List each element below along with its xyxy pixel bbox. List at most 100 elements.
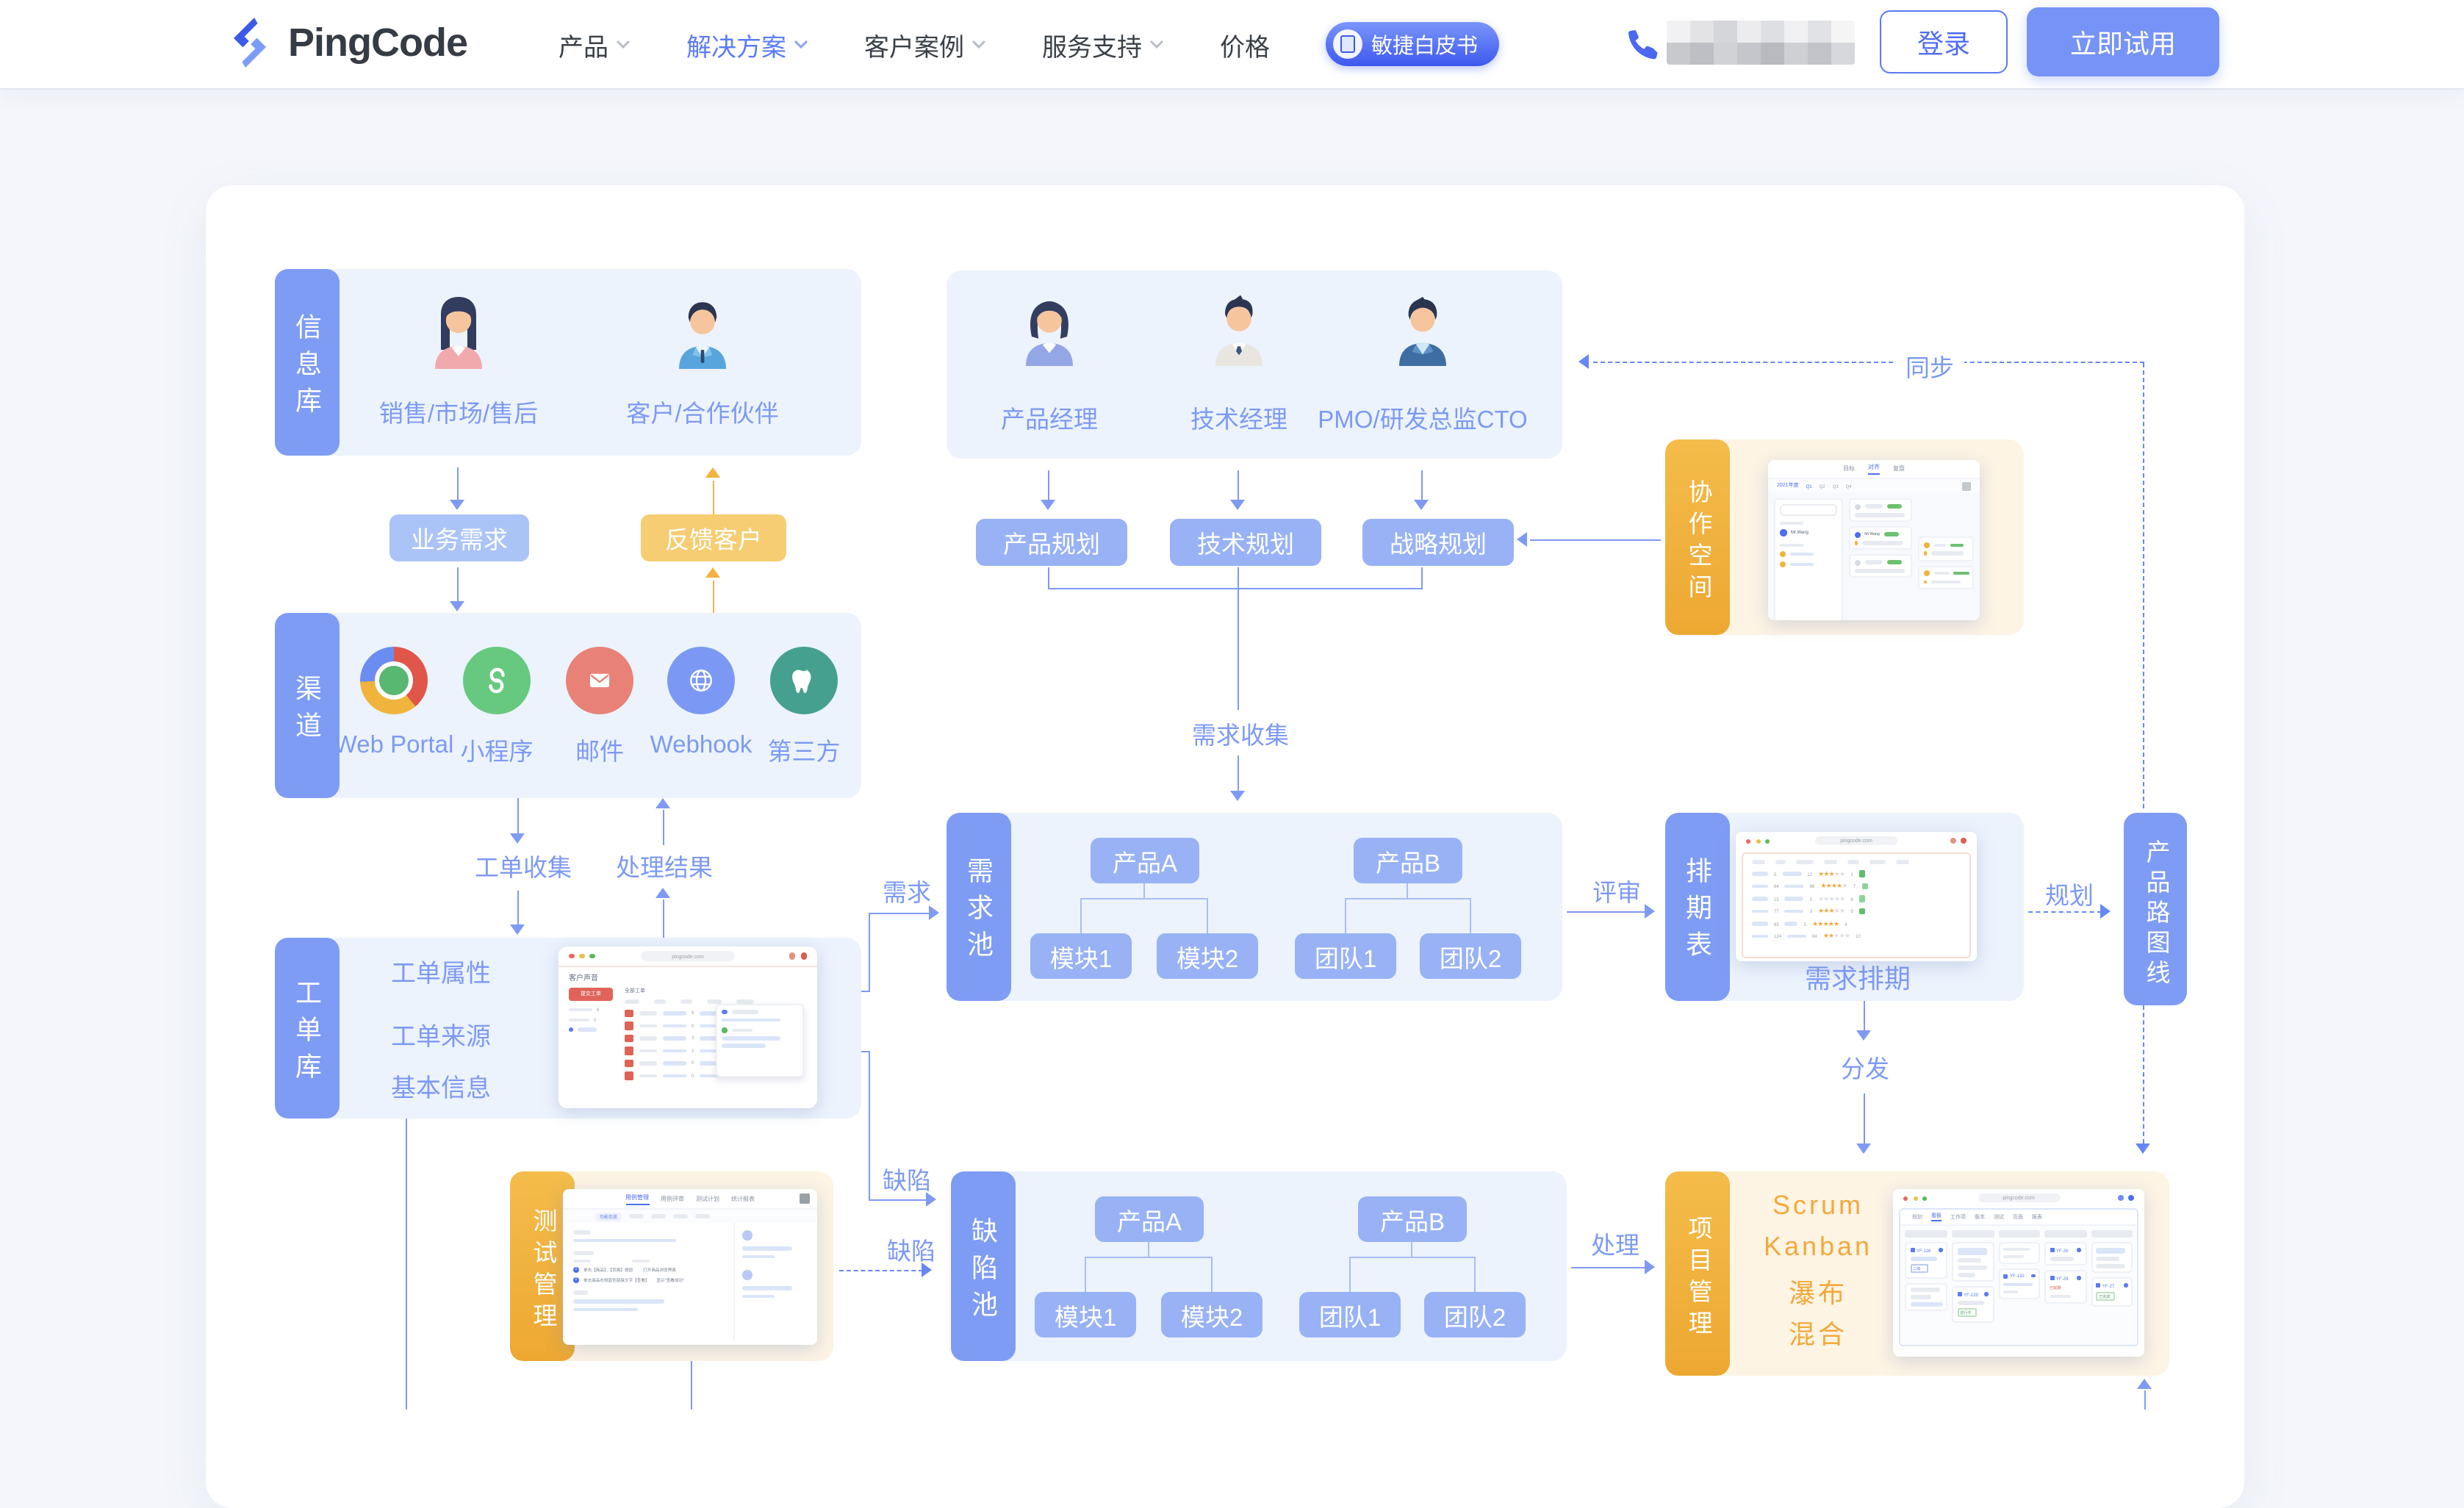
chevron-down-icon bbox=[616, 40, 631, 49]
team-1-node: 团队1 bbox=[1295, 933, 1396, 979]
flow-line bbox=[1567, 911, 1646, 913]
demand-flow-label: 需求 bbox=[883, 880, 931, 907]
arrow-left-icon bbox=[1578, 354, 1589, 369]
business-need-pill: 业务需求 bbox=[389, 514, 529, 561]
ticket-hub-item: 基本信息 bbox=[391, 1074, 491, 1102]
demand-pool-tab: 需求池 bbox=[947, 813, 1011, 1001]
flow-line bbox=[2144, 1390, 2146, 1410]
saleswoman-avatar bbox=[435, 297, 482, 369]
method-scrum: Scrum bbox=[1772, 1191, 1864, 1220]
schedule-tab: 排期表 bbox=[1665, 813, 1730, 1001]
nav-item-solutions[interactable]: 解决方案 bbox=[686, 26, 808, 62]
flow-line bbox=[713, 481, 714, 514]
sync-dashed-line bbox=[1593, 362, 2144, 363]
flow-line bbox=[1571, 1267, 1646, 1268]
login-button[interactable]: 登录 bbox=[1880, 10, 2008, 73]
globe-icon bbox=[667, 647, 735, 714]
arrow-down-icon bbox=[450, 500, 464, 510]
flow-line bbox=[1048, 470, 1049, 501]
arrow-right-icon bbox=[922, 1263, 932, 1277]
channel-label: 邮件 bbox=[575, 739, 624, 766]
flow-line bbox=[713, 581, 714, 613]
flow-line bbox=[861, 991, 870, 992]
channels-tab: 渠道 bbox=[275, 613, 340, 798]
defect-flow-label: 缺陷 bbox=[883, 1168, 931, 1195]
product-a-node: 产品A bbox=[1095, 1196, 1204, 1242]
nav-item-pricing[interactable]: 价格 bbox=[1220, 33, 1270, 61]
ticket-hub-item: 工单属性 bbox=[391, 960, 491, 988]
feedback-customer-pill: 反馈客户 bbox=[641, 514, 786, 561]
channel-label: Webhook bbox=[650, 732, 753, 758]
module-1-node: 模块1 bbox=[1035, 1292, 1136, 1338]
ticket-hub-tab: 工单库 bbox=[275, 938, 340, 1119]
contact-phone bbox=[1623, 21, 1855, 65]
product-manager-avatar bbox=[1026, 301, 1073, 366]
tech-plan-button: 技术规划 bbox=[1170, 519, 1321, 566]
arrow-down-icon bbox=[450, 601, 464, 611]
nav-item-support[interactable]: 服务支持 bbox=[1042, 26, 1164, 62]
chevron-down-icon bbox=[794, 40, 808, 49]
try-now-button[interactable]: 立即试用 bbox=[2027, 7, 2219, 76]
method-kanban: Kanban bbox=[1763, 1232, 1873, 1261]
defect-pool-tab: 缺陷池 bbox=[951, 1171, 1016, 1361]
flow-line bbox=[1238, 588, 1239, 710]
nav-item-customers[interactable]: 客户案例 bbox=[864, 26, 986, 62]
flow-line bbox=[869, 913, 932, 914]
demand-collect-label: 需求收集 bbox=[1192, 723, 1289, 750]
flow-line bbox=[457, 567, 459, 603]
workspace-tab: 协作空间 bbox=[1665, 439, 1730, 635]
dispatch-label: 分发 bbox=[1841, 1057, 1889, 1083]
testing-screenshot: 用例管理 用例评审 测试计划 统计报表 功能信息 1 单击【商品】、【页面】按钮… bbox=[563, 1189, 817, 1345]
flow-line bbox=[457, 467, 459, 501]
arrow-right-icon bbox=[1645, 1260, 1655, 1274]
flow-line bbox=[1864, 1001, 1865, 1032]
chevron-down-icon bbox=[1149, 40, 1164, 49]
flow-line bbox=[1048, 567, 1049, 589]
module-2-node: 模块2 bbox=[1161, 1292, 1262, 1338]
flow-line bbox=[1421, 567, 1423, 589]
handle-label: 处理 bbox=[1591, 1233, 1639, 1260]
flow-line bbox=[1048, 588, 1421, 589]
module-1-node: 模块1 bbox=[1030, 933, 1132, 979]
arrow-right-icon bbox=[929, 905, 939, 920]
arrow-down-icon bbox=[1041, 500, 1055, 510]
flow-line bbox=[517, 798, 519, 836]
flow-line bbox=[869, 1051, 870, 1199]
mockup-menu-label: 全部工单 bbox=[625, 988, 645, 994]
pingcode-logo[interactable]: PingCode bbox=[223, 13, 468, 72]
whitepaper-badge-button[interactable]: 敏捷白皮书 bbox=[1326, 22, 1498, 66]
role-label: 客户/合作伙伴 bbox=[626, 401, 779, 428]
product-b-node: 产品B bbox=[1354, 838, 1462, 883]
flow-line bbox=[869, 913, 870, 992]
browser-bar: pingcode.com bbox=[558, 947, 817, 966]
defect-flow-label: 缺陷 bbox=[887, 1239, 935, 1265]
ticket-result-label: 处理结果 bbox=[616, 855, 713, 882]
nav-item-products[interactable]: 产品 bbox=[558, 26, 631, 62]
method-hybrid: 混合 bbox=[1789, 1320, 1847, 1349]
sync-label: 同步 bbox=[1895, 348, 1964, 384]
mockup-title: 客户声音 bbox=[569, 974, 599, 983]
mini-program-icon bbox=[463, 647, 531, 714]
arrow-right-icon bbox=[2100, 904, 2111, 919]
tech-manager-avatar bbox=[1215, 295, 1262, 366]
role-label: 销售/市场/售后 bbox=[378, 401, 539, 428]
module-2-node: 模块2 bbox=[1157, 933, 1258, 979]
third-party-tooth-icon bbox=[770, 647, 838, 714]
defect-dashed-line bbox=[839, 1270, 923, 1271]
top-navigation-bar: PingCode 产品 解决方案 客户案例 服务支持 价格 bbox=[0, 0, 2464, 88]
mail-icon bbox=[566, 647, 633, 714]
project-management-tab: 项目管理 bbox=[1665, 1171, 1730, 1376]
flow-line bbox=[1864, 1094, 1865, 1145]
arrow-up-icon bbox=[705, 467, 720, 478]
arrow-down-icon bbox=[510, 833, 525, 844]
flow-line bbox=[1530, 539, 1661, 541]
team-2-node: 团队2 bbox=[1420, 933, 1521, 979]
arrow-up-icon bbox=[2137, 1379, 2152, 1389]
review-label: 评审 bbox=[1592, 880, 1641, 907]
strategy-plan-button: 战略规划 bbox=[1362, 519, 1514, 566]
brand-name: PingCode bbox=[288, 20, 468, 64]
main-nav: 产品 解决方案 客户案例 服务支持 价格 敏捷白皮书 bbox=[558, 0, 1498, 88]
channel-label: 第三方 bbox=[767, 739, 841, 766]
arrow-down-icon bbox=[1230, 791, 1245, 801]
